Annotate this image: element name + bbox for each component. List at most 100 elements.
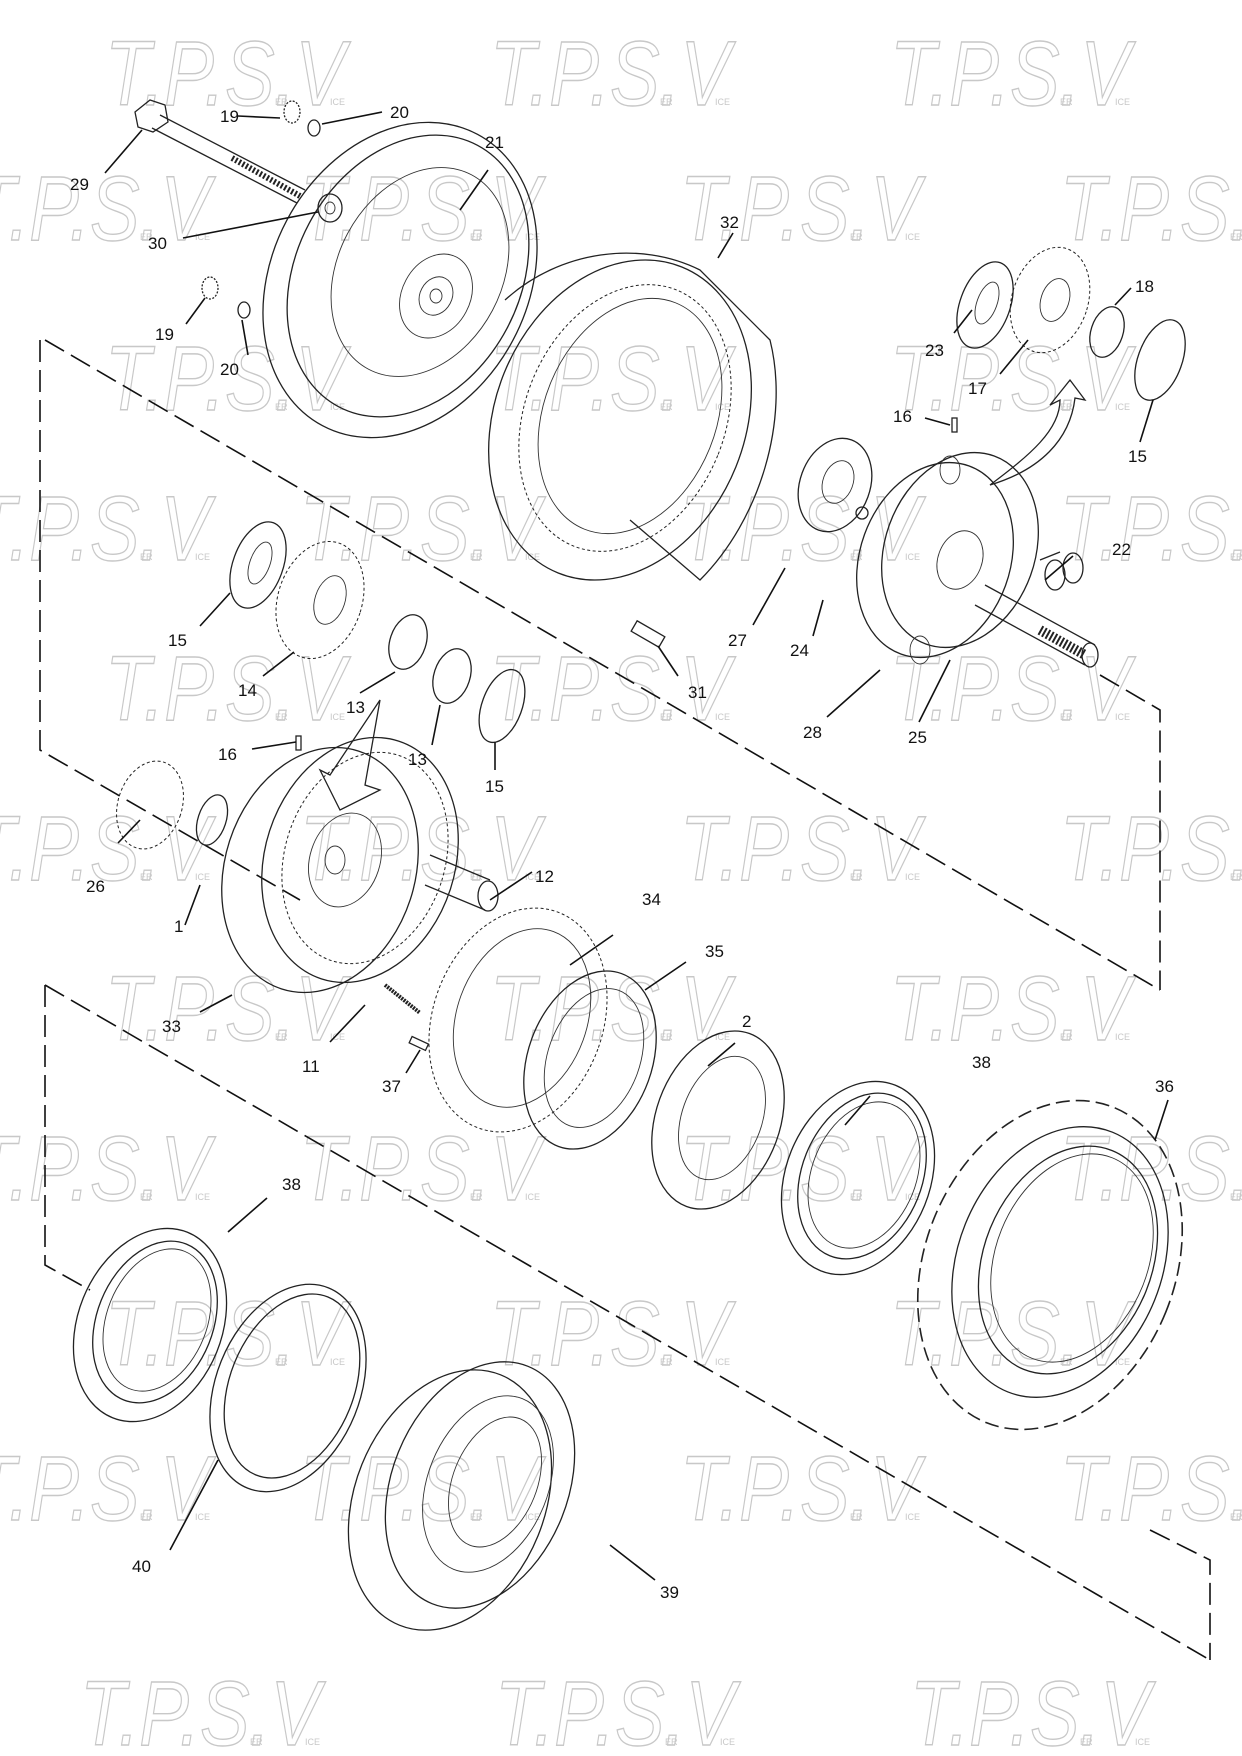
svg-text:T.P.S.V: T.P.S.V: [105, 638, 351, 740]
callout-19-bottom: 19: [155, 325, 174, 344]
svg-text:ER: ER: [470, 552, 483, 562]
svg-text:ER: ER: [1060, 402, 1073, 412]
watermark-tile: T.P.S.VER ICE: [104, 327, 352, 430]
svg-text:ICE: ICE: [720, 1737, 735, 1747]
svg-text:ICE: ICE: [195, 1192, 210, 1202]
svg-text:ER: ER: [275, 712, 288, 722]
part-19-plug-top: [283, 100, 301, 124]
callout-17: 17: [968, 379, 987, 398]
part-38-floating-seal-left: [72, 1227, 228, 1423]
part-14-planet-gear: [275, 540, 365, 660]
svg-text:ICE: ICE: [905, 232, 920, 242]
svg-text:ICE: ICE: [1115, 402, 1130, 412]
watermark-tile: T.P.S.VER ICE: [489, 22, 737, 125]
svg-text:T.P.S.V: T.P.S.V: [490, 638, 736, 740]
svg-text:ICE: ICE: [905, 1192, 920, 1202]
svg-text:T.P.S.V: T.P.S.V: [490, 23, 736, 125]
svg-text:T.P.S.V: T.P.S.V: [680, 158, 926, 260]
svg-text:ICE: ICE: [525, 1192, 540, 1202]
leader-lines: [104, 111, 1169, 1581]
part-16-spring-pin-top: [951, 417, 958, 433]
guide-line-right-bottom: [1149, 1529, 1211, 1660]
callout-28: 28: [803, 723, 822, 742]
svg-text:ER: ER: [850, 872, 863, 882]
callout-34: 34: [642, 890, 661, 909]
svg-text:T.P.S.V: T.P.S.V: [890, 958, 1136, 1060]
svg-text:ER: ER: [1230, 1192, 1242, 1202]
svg-text:T.P.S.V: T.P.S.V: [680, 1118, 926, 1220]
callout-19-top: 19: [220, 107, 239, 126]
assembly-arrow-lower: [318, 699, 382, 811]
svg-text:ICE: ICE: [715, 712, 730, 722]
part-19-plug-bottom: [201, 276, 219, 300]
callout-39: 39: [660, 1583, 679, 1602]
callout-20-top: 20: [390, 103, 409, 122]
callout-15-middle: 15: [485, 777, 504, 796]
part-29-bolt: [134, 99, 306, 204]
svg-text:ICE: ICE: [525, 872, 540, 882]
part-12-planet-pin: [424, 854, 499, 912]
part-13-needle-bearing-b: [432, 648, 472, 704]
svg-text:ER: ER: [660, 97, 673, 107]
svg-text:T.P.S.V: T.P.S.V: [105, 958, 351, 1060]
svg-text:ICE: ICE: [715, 97, 730, 107]
part-13-needle-bearing-a: [388, 614, 428, 670]
callout-2: 2: [742, 1012, 751, 1031]
svg-text:ICE: ICE: [525, 1512, 540, 1522]
callout-13-b: 13: [408, 750, 427, 769]
svg-text:ICE: ICE: [330, 1357, 345, 1367]
svg-text:ER: ER: [470, 232, 483, 242]
guide-line-lower-diagonal: [44, 984, 1211, 1661]
watermark-layer: T.P.S.VERICET.P.S.VERICET.P.S.VERICET.P.…: [0, 22, 1242, 1756]
svg-text:ER: ER: [1060, 97, 1073, 107]
part-27-thrust-plate: [797, 437, 873, 533]
callout-24: 24: [790, 641, 809, 660]
svg-text:T.P.S.V: T.P.S.V: [0, 158, 216, 260]
svg-text:ER: ER: [1230, 1512, 1242, 1522]
svg-text:ER: ER: [275, 1032, 288, 1042]
svg-text:ER: ER: [1230, 552, 1242, 562]
svg-text:T.P.S.V: T.P.S.V: [680, 478, 926, 580]
svg-text:T.P.S.V: T.P.S.V: [80, 1663, 326, 1756]
part-23-thrust-washer: [956, 261, 1014, 349]
svg-text:T.P.S.V: T.P.S.V: [680, 798, 926, 900]
callout-35: 35: [705, 942, 724, 961]
svg-text:ER: ER: [850, 552, 863, 562]
svg-text:ER: ER: [275, 402, 288, 412]
svg-text:ICE: ICE: [330, 97, 345, 107]
callout-14: 14: [238, 681, 257, 700]
part-37-pin: [408, 1035, 430, 1052]
svg-text:ER: ER: [140, 1192, 153, 1202]
svg-text:ICE: ICE: [330, 402, 345, 412]
svg-text:T.P.S.V: T.P.S.V: [1060, 1438, 1242, 1540]
callout-37: 37: [382, 1077, 401, 1096]
callout-15-right: 15: [1128, 447, 1147, 466]
svg-text:ER: ER: [140, 1512, 153, 1522]
callout-18: 18: [1135, 277, 1154, 296]
svg-text:T.P.S.V: T.P.S.V: [0, 1438, 216, 1540]
svg-text:ICE: ICE: [1115, 97, 1130, 107]
svg-text:ER: ER: [275, 97, 288, 107]
svg-text:ER: ER: [850, 232, 863, 242]
callout-31: 31: [688, 683, 707, 702]
svg-text:T.P.S.V: T.P.S.V: [105, 328, 351, 430]
part-28-planet-carrier: [856, 451, 1039, 665]
svg-text:T.P.S.V: T.P.S.V: [0, 798, 216, 900]
callout-33: 33: [162, 1017, 181, 1036]
